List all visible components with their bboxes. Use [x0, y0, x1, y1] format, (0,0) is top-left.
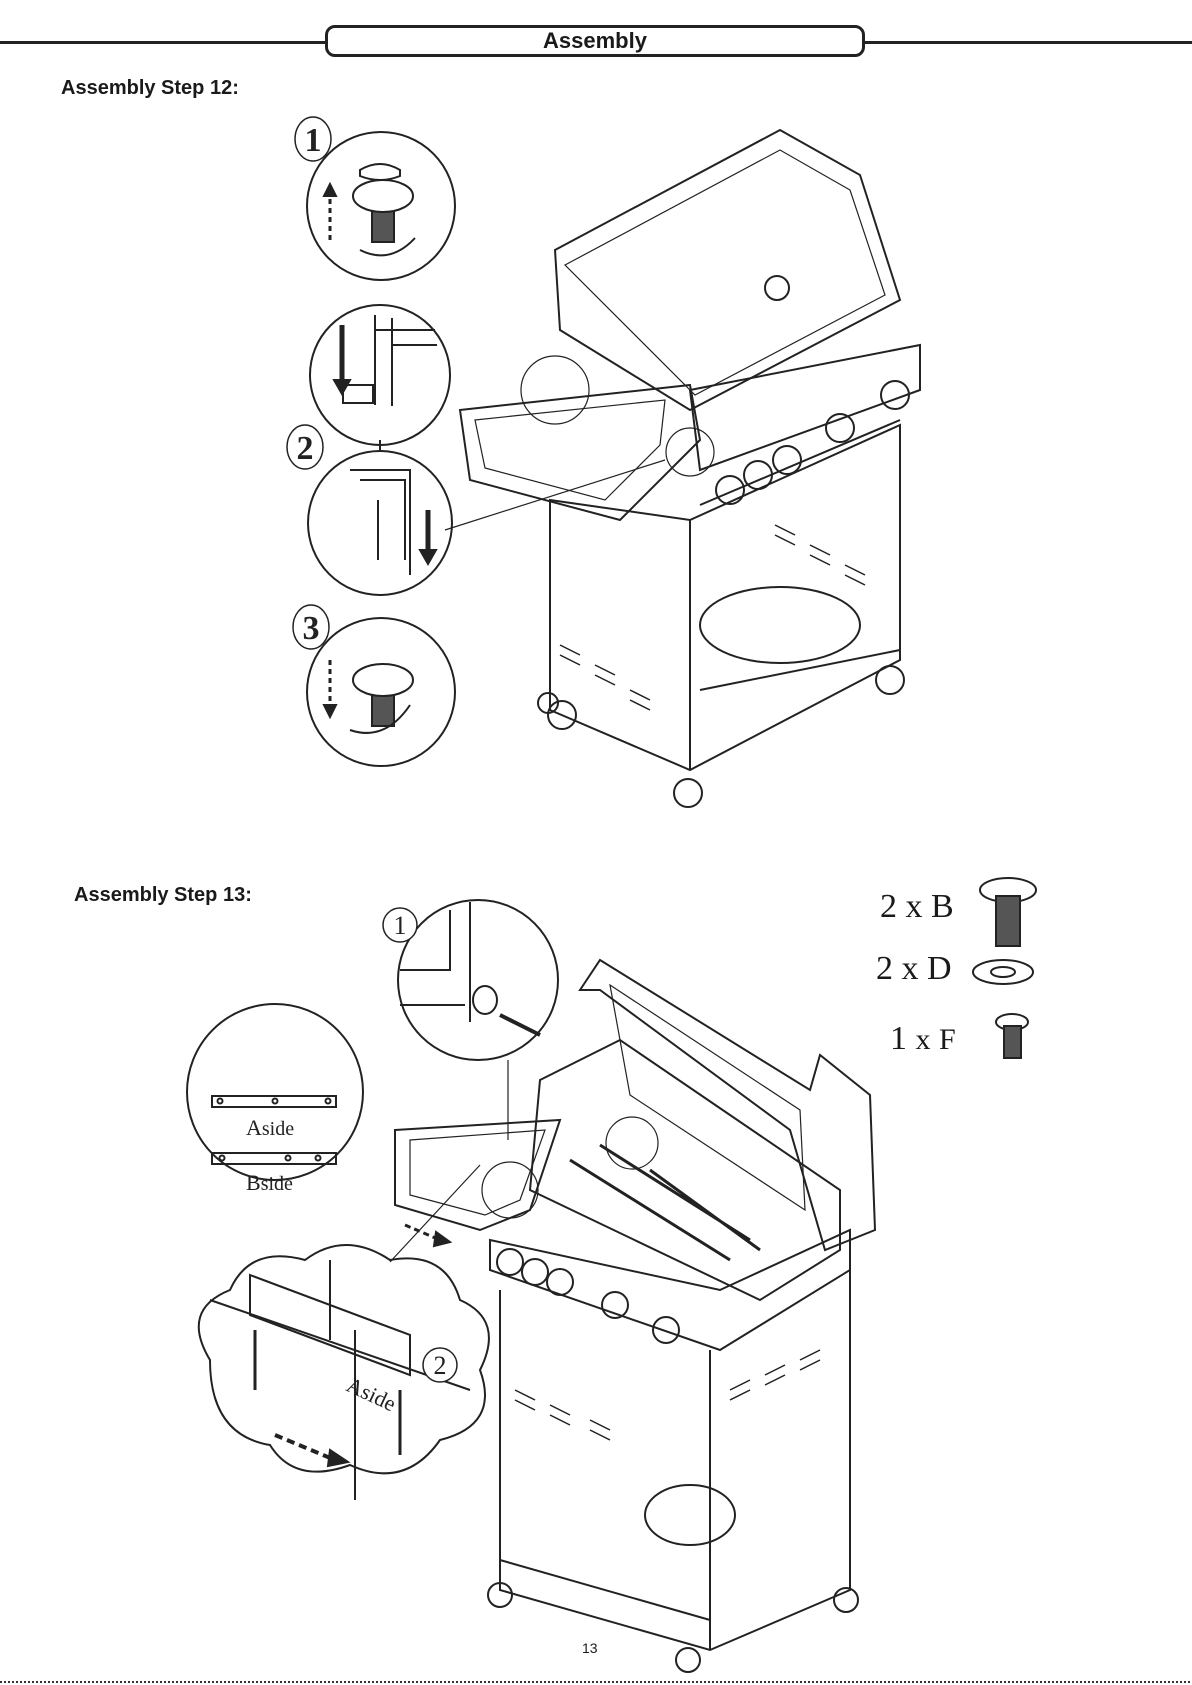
- page-number: 13: [582, 1640, 598, 1656]
- step-13-illustration: Aside Bside Aside 1 2: [0, 830, 1192, 1680]
- detail-circle-13-1: [398, 900, 558, 1060]
- step-12-callout-3: 3: [303, 610, 320, 647]
- step-12-illustration: 1 2 3: [0, 0, 1192, 830]
- bracket-label-b: Bside: [246, 1170, 293, 1195]
- bracket-label-b-initial: B: [246, 1170, 261, 1195]
- step-12-callout-1: 1: [305, 122, 322, 159]
- step-13-callout-2: 2: [434, 1351, 447, 1380]
- bracket-label-a: Aside: [246, 1115, 294, 1140]
- cloud-label-aside: Aside: [343, 1372, 400, 1416]
- bolt-icon: [980, 878, 1036, 946]
- step-12-callout-2: 2: [297, 430, 314, 467]
- detail-circle-2a: [310, 305, 450, 445]
- step-13-callout-1: 1: [394, 911, 407, 940]
- bracket-label-b-rest: side: [261, 1173, 293, 1195]
- footer-rule: [0, 1681, 1192, 1683]
- short-bolt-icon: [996, 1014, 1028, 1058]
- washer-icon: [973, 960, 1033, 984]
- grill-step-13: [395, 960, 875, 1672]
- grill-step-12: [460, 130, 920, 807]
- bracket-label-a-initial: A: [246, 1115, 262, 1140]
- bracket-label-a-rest: side: [262, 1118, 294, 1140]
